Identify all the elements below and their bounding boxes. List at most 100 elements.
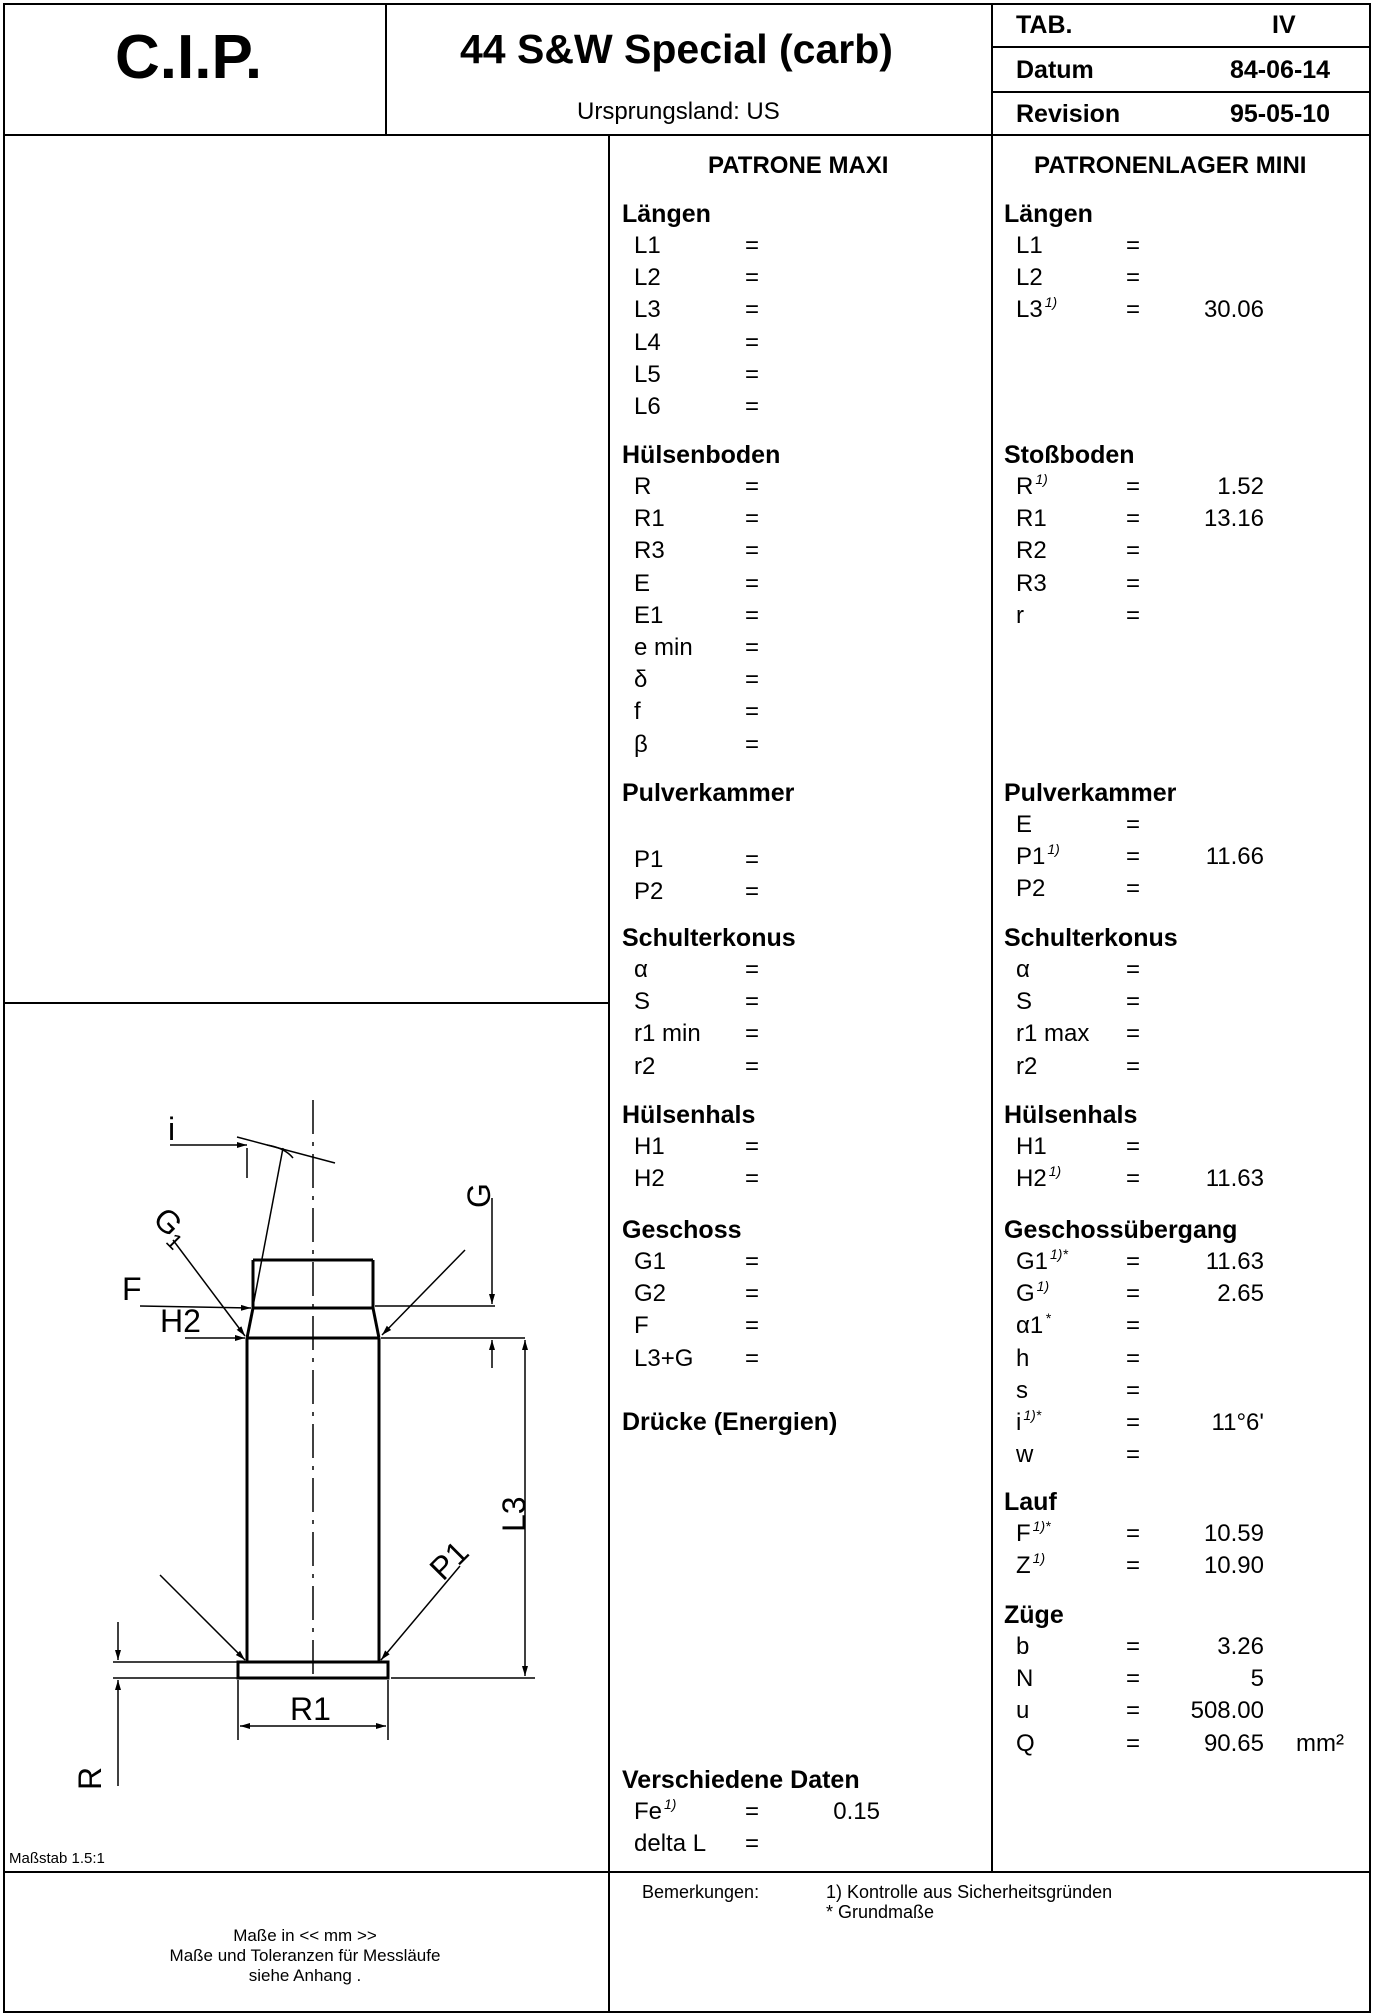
lager-value: 11.66 [1205,843,1264,871]
lager-row-label: α1* [1016,1310,1051,1340]
patrone-label-text: S [634,988,651,1016]
lager-row-label: u [1016,1697,1029,1725]
patrone-row-label: α [634,956,648,984]
patrone-row-label: f [634,698,641,726]
patrone-label-text: f [634,698,641,726]
lager-row-label: α [1016,956,1030,984]
patrone-equals: = [745,328,760,356]
lager-row-label: s [1016,1377,1028,1405]
patrone-row-label: β [634,731,648,759]
patrone-label-text: H1 [634,1133,665,1160]
lager-value: 2.65 [1217,1280,1264,1308]
lager-row-label: r [1016,602,1024,630]
lager-label-text: G [1016,1280,1035,1308]
lager-label-text: L3 [1016,296,1043,324]
frame-bottom [3,2011,1371,2013]
patrone-equals: = [745,846,760,873]
lager-value: 10.59 [1203,1520,1264,1547]
patrone-row-label: H2 [634,1165,665,1193]
dim-g [375,1198,525,1368]
lager-label-text: H2 [1016,1165,1047,1193]
lager-label-text: R1 [1016,505,1047,533]
patrone-row-label: δ [634,666,647,694]
lager-footnote-mark: 1) [1032,1550,1046,1567]
lager-label-text: Z [1016,1552,1031,1580]
lager-row-label: L1 [1016,232,1043,260]
lager-label-text: E [1016,811,1033,838]
patrone-equals: = [745,1165,760,1193]
lager-footnote-mark: 1) [1036,1278,1050,1295]
lager-equals: = [1126,1441,1141,1469]
lager-section-title: Pulverkammer [1004,779,1177,807]
lager-label-text: α1 [1016,1312,1044,1340]
patrone-label-text: F [634,1312,649,1340]
patrone-label-text: L4 [634,328,661,356]
patrone-row-label: R1 [634,505,665,533]
lager-row-label: r2 [1016,1053,1037,1081]
lager-row-label: H1 [1016,1133,1047,1161]
patrone-footnote-mark: 1) [664,1796,677,1812]
patrone-equals: = [745,296,760,324]
lager-equals: = [1126,1552,1141,1580]
patrone-section-title: Längen [622,200,711,228]
col-divider-2 [991,134,993,1872]
lager-section-title: Geschossübergang [1004,1216,1238,1244]
patrone-equals: = [745,1344,760,1372]
lager-heading: PATRONENLAGER MINI [1034,152,1307,179]
label-h2: H2 [160,1303,201,1339]
patrone-label-text: L3+G [634,1344,694,1372]
patrone-label-text: β [634,730,648,758]
patrone-equals: = [745,360,760,388]
lager-label-text: i [1016,1409,1022,1436]
lager-equals: = [1126,264,1141,292]
lager-equals: = [1126,811,1141,838]
lager-equals: = [1126,1376,1141,1404]
patrone-equals: = [745,634,760,661]
label-g: G [461,1183,497,1208]
patrone-equals: = [745,1280,760,1308]
patrone-label-text: L5 [634,360,661,388]
patrone-row-label: P2 [634,878,663,906]
datum-label: Datum [1016,56,1094,84]
lager-section-title: Lauf [1004,1488,1057,1516]
lager-value: 1.52 [1217,473,1264,500]
patrone-equals: = [745,569,760,597]
lager-section-title: Züge [1004,1601,1064,1629]
lager-footnote-mark: 1) [1035,471,1048,487]
patrone-row-label: delta L [634,1830,706,1858]
lager-row-label: E [1016,811,1032,839]
patrone-section-title: Drücke (Energien) [622,1408,838,1436]
lager-value: 11°6' [1211,1409,1264,1436]
lager-label-text: Q [1016,1729,1035,1757]
lager-footnote-mark: 1) [1048,1163,1062,1180]
footer-tolerances: Maße und Toleranzen für Messläufe [169,1946,441,1965]
lager-row-label: N [1016,1665,1033,1693]
lager-label-text: R3 [1016,569,1047,597]
lager-equals: = [1126,1280,1141,1308]
patrone-row-label: L3 [634,296,661,324]
lager-row-label: L2 [1016,264,1043,292]
lager-equals: = [1126,505,1141,533]
patrone-row-label: L6 [634,393,661,421]
lager-section-title: Längen [1004,200,1093,228]
lager-equals: = [1126,1020,1141,1048]
header-hline-2 [991,91,1371,93]
lager-label-text: S [1016,988,1033,1016]
patrone-label-text: R1 [634,505,665,533]
lager-equals: = [1126,601,1141,629]
lager-value: 11.63 [1205,1248,1264,1275]
lager-equals: = [1126,1633,1141,1660]
patrone-section-title: Geschoss [622,1216,742,1244]
patrone-equals: = [745,1020,760,1048]
dim-r [113,1622,238,1786]
patrone-row-label: L1 [634,232,661,260]
patrone-row-label: e min [634,634,693,662]
lager-value: 11.63 [1205,1165,1264,1193]
patrone-equals: = [745,878,760,905]
